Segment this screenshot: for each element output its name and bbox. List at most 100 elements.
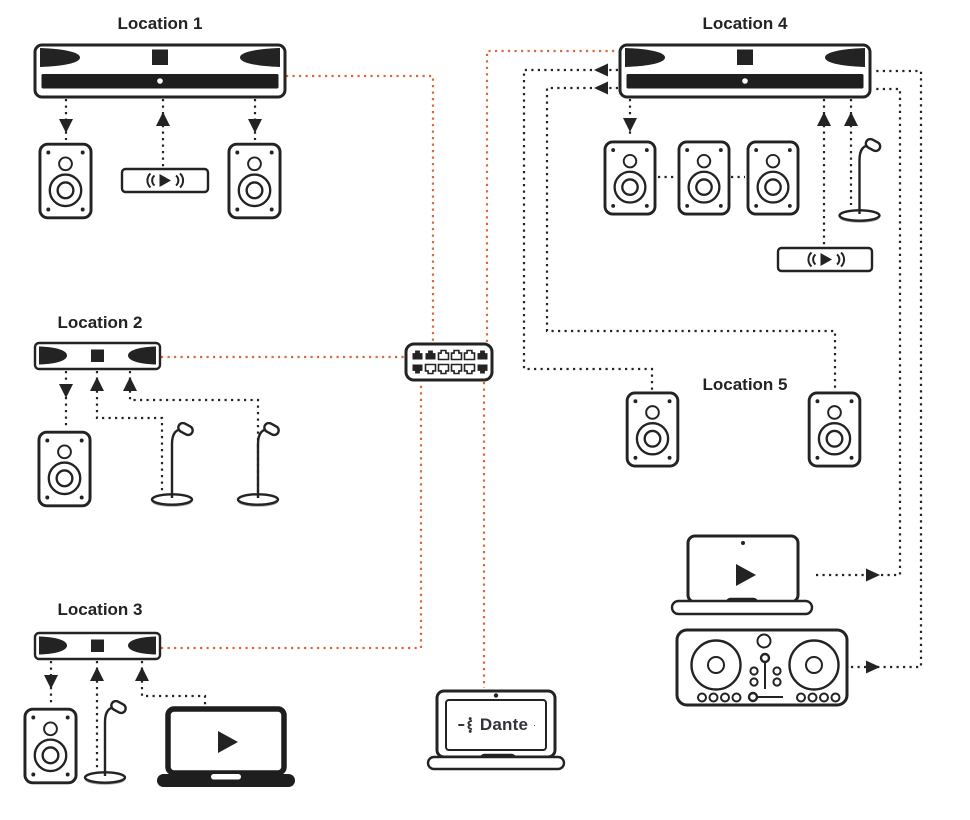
webcam-dot <box>493 693 499 698</box>
jog-wheel-right <box>788 639 840 691</box>
arrowhead-up <box>817 112 831 126</box>
link-loc4-to-loc5-right-speaker <box>545 81 837 390</box>
dante-trademark: · <box>533 720 537 730</box>
speaker-icon <box>746 140 800 216</box>
location-2-label: Location 2 <box>57 313 143 332</box>
rj45-port-icon <box>424 363 437 375</box>
laptop-base <box>426 755 566 771</box>
arrowhead-right <box>866 568 880 582</box>
link-loc3-switch <box>161 382 423 650</box>
media-laptop-icon <box>670 534 814 616</box>
horn-right <box>240 48 280 67</box>
laptop-media-player-icon <box>157 706 295 787</box>
rj45-port-icon <box>450 349 463 361</box>
link-dj-controller-to-loc4 <box>851 69 923 674</box>
base-notch <box>211 774 241 780</box>
rj45-port-icon <box>425 350 436 360</box>
location-3-group <box>23 631 295 787</box>
speaker-icon <box>603 140 657 216</box>
audio-links <box>522 63 923 674</box>
dante-logo-icon <box>457 717 473 733</box>
play-icon <box>736 564 756 586</box>
link-switch-loc4 <box>485 49 618 342</box>
rj45-port-icon <box>437 349 450 361</box>
speaker-icon <box>37 430 92 508</box>
arrowhead-down <box>59 119 73 133</box>
arrowhead-left <box>594 81 608 95</box>
gooseneck-mic-icon <box>838 138 883 224</box>
jog-wheel-left <box>690 639 742 691</box>
speaker-icon <box>677 140 731 216</box>
dante-links <box>161 49 618 688</box>
location-3-label: Location 3 <box>57 600 143 619</box>
rj45-port-icon <box>477 350 488 360</box>
link-media-laptop-to-loc4 <box>816 87 902 582</box>
laptop-base <box>670 599 814 616</box>
rj45-port-icon <box>412 350 423 360</box>
display-square <box>152 49 168 65</box>
screen-bezel <box>445 699 547 751</box>
rj45-port-icon <box>463 349 476 361</box>
display-square <box>737 49 753 65</box>
arrowhead-right <box>866 660 880 674</box>
gooseneck-mic-icon <box>83 700 129 786</box>
wireless-audio-receiver-icon <box>120 167 210 194</box>
rj45-port-icon <box>412 364 423 374</box>
av-processor-icon <box>618 43 872 99</box>
arrowhead-up <box>156 112 170 126</box>
av-processor-icon <box>33 43 287 99</box>
location-1-group <box>33 43 287 220</box>
speaker-icon <box>23 707 78 785</box>
network-switch-icon <box>404 342 494 382</box>
arrowhead-down <box>59 384 73 398</box>
play-icon <box>218 731 238 753</box>
arrowhead-up <box>90 377 104 391</box>
link-mic2-amp <box>128 371 260 497</box>
dj-controller-icon <box>675 628 849 707</box>
horn-left <box>39 346 67 365</box>
arrowhead-down <box>44 675 58 689</box>
link-loc4-to-loc5-left-speaker <box>522 63 654 390</box>
speaker-icon <box>807 391 862 468</box>
horn-right <box>825 48 865 67</box>
location-4-label: Location 4 <box>702 14 788 33</box>
av-processor-icon <box>33 341 162 371</box>
location-5-group <box>625 391 862 468</box>
display-square <box>91 639 104 652</box>
webcam-dot <box>741 541 745 545</box>
av-processor-icon <box>33 631 162 661</box>
dante-laptop-icon <box>426 689 566 771</box>
link-loc1-switch <box>286 74 435 342</box>
gooseneck-mic-icon <box>150 422 196 508</box>
rj45-port-icon <box>450 363 463 375</box>
rj45-port-icon <box>463 363 476 375</box>
link-laptop-amp <box>140 661 207 708</box>
rj45-port-icon <box>437 363 450 375</box>
gooseneck-mic-icon <box>236 422 282 508</box>
location-4-group <box>603 43 883 273</box>
arrowhead-up <box>844 112 858 126</box>
power-led <box>742 78 748 84</box>
arrowhead-up <box>123 377 137 391</box>
switch-ports-top <box>412 349 488 361</box>
dante-brand-text: Dante <box>479 715 529 734</box>
power-led <box>157 78 163 84</box>
arrowhead-left <box>594 63 608 77</box>
arrowhead-up <box>90 667 104 681</box>
horn-left <box>625 48 665 67</box>
horn-left <box>39 636 67 655</box>
arrowhead-up <box>135 667 149 681</box>
horn-right <box>128 346 156 365</box>
laptop-base <box>157 774 295 787</box>
speaker-icon <box>625 391 680 468</box>
arrowhead-down <box>248 119 262 133</box>
rj45-port-icon <box>477 364 488 374</box>
location-5-label: Location 5 <box>702 375 788 394</box>
speaker-icon <box>38 142 93 220</box>
horn-right <box>128 636 156 655</box>
link-mic1-amp <box>95 371 164 497</box>
speaker-icon <box>227 142 282 220</box>
display-square <box>91 349 104 362</box>
dante-brand: Dante · <box>443 711 551 739</box>
